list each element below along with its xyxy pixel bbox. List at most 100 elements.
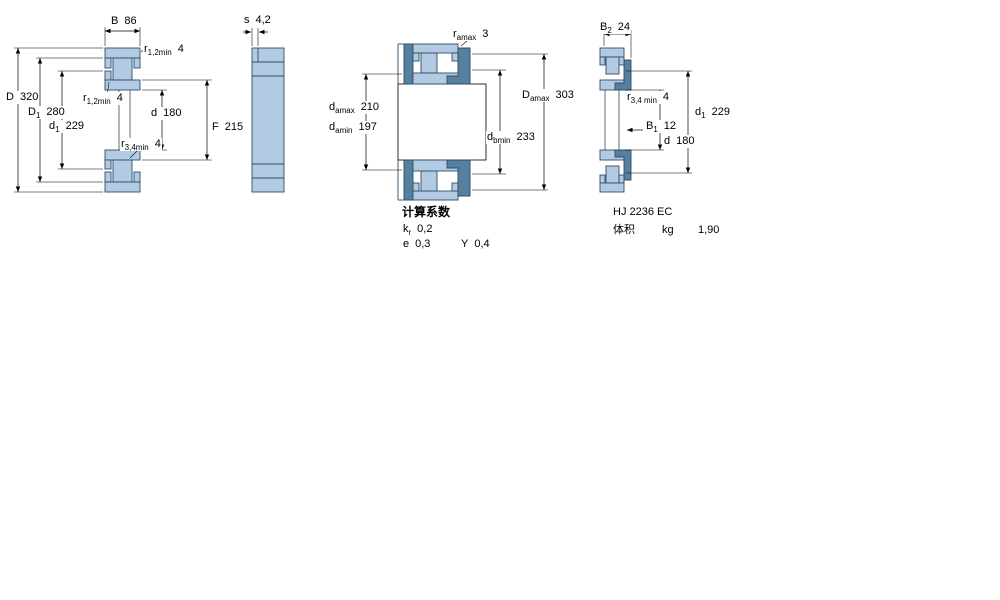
sym: r xyxy=(453,28,457,40)
shaft xyxy=(397,83,487,161)
sym: r xyxy=(627,91,631,103)
outer-flange xyxy=(618,174,625,184)
val: 3 xyxy=(482,28,489,40)
val: 86 xyxy=(124,15,137,27)
sym: B xyxy=(111,15,119,27)
sym: Y xyxy=(461,238,469,250)
hj-ring xyxy=(446,47,471,85)
outer-flange xyxy=(618,56,625,66)
dim-B2: B2 24 xyxy=(599,21,632,36)
hj-ring xyxy=(614,149,632,181)
outer-flange xyxy=(412,182,420,192)
outer-flange xyxy=(599,174,606,184)
outer-ring xyxy=(412,43,459,54)
val: 180 xyxy=(163,107,182,119)
sub: amax xyxy=(456,33,477,43)
sym: d xyxy=(329,121,336,133)
roller xyxy=(605,56,620,75)
dim-d1: d1 229 xyxy=(48,120,85,135)
outer-ring xyxy=(599,182,625,193)
sub: bmin xyxy=(493,136,511,146)
val: 0,2 xyxy=(417,223,433,235)
outer-flange xyxy=(104,171,112,183)
outer-ring xyxy=(104,181,141,193)
val: 4 xyxy=(154,138,161,150)
val: 24 xyxy=(617,21,631,33)
sub: 3,4min xyxy=(124,143,149,153)
roller xyxy=(112,57,133,81)
hj-designation: HJ 2236 EC xyxy=(613,206,673,218)
roller xyxy=(420,52,438,74)
sym: D xyxy=(6,91,14,103)
roller xyxy=(112,159,133,183)
sym: D xyxy=(522,89,530,101)
roller xyxy=(420,170,438,192)
sub: 1 xyxy=(653,125,658,135)
outer-flange xyxy=(104,57,112,69)
val: 229 xyxy=(711,106,730,118)
sym: k xyxy=(403,223,409,235)
sub: 1,2min xyxy=(86,97,111,107)
bearing-profile xyxy=(251,47,285,193)
val: 320 xyxy=(19,91,39,103)
val: 197 xyxy=(358,121,377,133)
dim-B: B 86 xyxy=(110,15,138,28)
sym: B xyxy=(646,120,654,132)
val: 280 xyxy=(46,106,65,118)
outer-flange xyxy=(451,182,459,192)
sub: 1,2min xyxy=(147,48,172,58)
hj-mass-value: 1,90 xyxy=(698,224,720,236)
drawing-profile xyxy=(243,28,285,193)
roller xyxy=(605,165,620,184)
sym: s xyxy=(244,14,250,26)
val: 303 xyxy=(555,89,574,101)
outer-flange xyxy=(133,171,141,183)
outer-ring xyxy=(104,47,141,59)
outer-ring xyxy=(599,47,625,58)
val: 0,3 xyxy=(415,238,431,250)
sym: e xyxy=(403,238,410,250)
sub: 1 xyxy=(55,125,60,135)
val: 229 xyxy=(65,120,84,132)
val: 4,2 xyxy=(255,14,271,26)
outer-flange xyxy=(133,57,141,69)
dim-dbmin: dbmin 233 xyxy=(486,131,536,146)
val: 180 xyxy=(676,135,695,147)
hj-mass-unit: kg xyxy=(662,224,674,236)
sub: amax xyxy=(529,94,550,104)
val: 0,4 xyxy=(474,238,490,250)
val: 4 xyxy=(177,43,184,55)
sym: d xyxy=(49,120,56,132)
sym: d xyxy=(329,101,336,113)
sym: d xyxy=(695,106,702,118)
hj-ring xyxy=(446,159,471,197)
calc-e: e 0,3 xyxy=(402,238,431,251)
val: 233 xyxy=(516,131,535,143)
sub: 2 xyxy=(607,26,612,36)
sym: B xyxy=(600,21,608,33)
dim-D: D 320 xyxy=(5,91,40,104)
sym: r xyxy=(121,138,125,150)
sym: d xyxy=(487,131,494,143)
inner-flange xyxy=(104,159,112,170)
val: 4 xyxy=(662,91,670,103)
sym: r xyxy=(83,92,87,104)
dim-Damax: Damax 303 xyxy=(521,89,575,104)
dim-r34-hj: r3,4 min 4 xyxy=(626,91,671,106)
shoulder-ring xyxy=(403,159,414,201)
sub: 3,4 min xyxy=(630,96,657,106)
inner-flange xyxy=(104,70,112,81)
calc-Y: Y 0,4 xyxy=(460,238,491,251)
val: 4 xyxy=(116,92,123,104)
shoulder-ring xyxy=(403,43,414,85)
